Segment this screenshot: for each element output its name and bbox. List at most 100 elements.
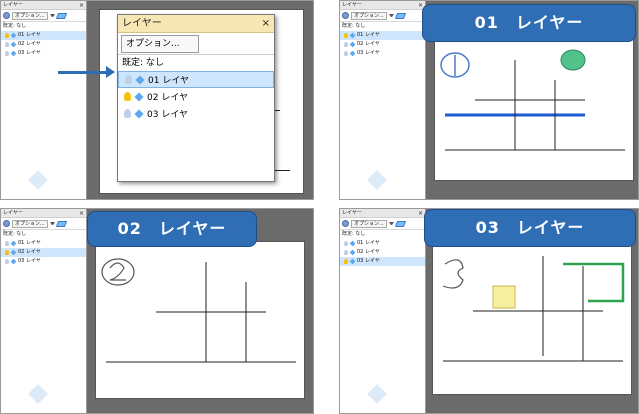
layer-panel-toolbar: オプション... xyxy=(1,218,86,230)
layer-item-01[interactable]: 01 レイヤ xyxy=(1,239,86,248)
layer-panel-title-bar: レイヤー × xyxy=(1,1,86,10)
layer-label: 02 レイヤ xyxy=(18,41,41,47)
close-icon[interactable]: × xyxy=(261,18,270,29)
popup-layer-item-02[interactable]: 02 レイヤ xyxy=(118,88,274,105)
layer-label: 02 レイヤ xyxy=(357,41,380,47)
close-icon[interactable]: × xyxy=(78,2,84,9)
layer-item-03[interactable]: 03 レイヤ xyxy=(1,49,86,58)
layer-item-02[interactable]: 02 レイヤ xyxy=(1,40,86,49)
layer-03-banner: 03 レイヤー xyxy=(424,209,636,247)
layer-label: 03 レイヤ xyxy=(18,258,41,264)
layer-panel: レイヤー × オプション... 既定: なし 01 レイヤ 02 レイヤ 03 レ… xyxy=(340,209,426,413)
bulb-off-icon[interactable] xyxy=(344,51,348,56)
quadrant-top-right: レイヤー× オプション... 既定: なし 01 レイヤ 02 レイヤ 03 レ… xyxy=(339,0,639,200)
watermark-cube-icon xyxy=(28,384,48,404)
layer-label: 01 レイヤ xyxy=(357,240,380,246)
bulb-off-icon[interactable] xyxy=(5,42,9,47)
popup-default-label: 既定: なし xyxy=(122,58,164,68)
bulb-off-icon[interactable] xyxy=(344,42,348,47)
layer-label: 03 レイヤ xyxy=(357,258,380,264)
layer-diamond-icon xyxy=(349,50,356,57)
bulb-off-icon[interactable] xyxy=(5,51,9,56)
layer-01-banner: 01 レイヤー xyxy=(422,4,636,42)
chevron-down-icon[interactable] xyxy=(49,14,55,17)
layer-icon[interactable] xyxy=(55,220,67,227)
bulb-on-icon[interactable] xyxy=(5,33,9,38)
layer-item-01[interactable]: 01 レイヤ xyxy=(1,31,86,40)
layer-diamond-icon xyxy=(10,249,17,256)
layer-diamond-icon xyxy=(10,50,17,57)
layer-item-03[interactable]: 03 レイヤ xyxy=(340,257,425,266)
layer-diamond-icon xyxy=(134,91,144,102)
bulb-off-icon[interactable] xyxy=(344,241,348,246)
default-layer-label: 既定: なし xyxy=(3,231,27,237)
layer-icon[interactable] xyxy=(394,12,406,19)
layer-item-01[interactable]: 01 レイヤ xyxy=(340,239,425,248)
layer-diamond-icon xyxy=(135,74,145,85)
layer-diamond-icon xyxy=(349,41,356,48)
bulb-off-icon[interactable] xyxy=(344,250,348,255)
drawing-sheet xyxy=(434,39,634,181)
bulb-off-icon[interactable] xyxy=(5,259,9,264)
options-button[interactable]: オプション... xyxy=(12,11,48,20)
layer-diamond-icon xyxy=(349,249,356,256)
arrow-head-icon xyxy=(106,66,115,78)
layer-icon[interactable] xyxy=(55,12,67,19)
layer-panel: レイヤー× オプション... 既定: なし 01 レイヤ 02 レイヤ 03 レ… xyxy=(1,209,87,413)
layer-item-02[interactable]: 02 レイヤ xyxy=(340,40,425,49)
options-button[interactable]: オプション... xyxy=(351,11,387,20)
drawing-sheet xyxy=(432,245,632,395)
layer-label: 01 レイヤ xyxy=(357,32,380,38)
layer-panel: レイヤー× オプション... 既定: なし 01 レイヤ 02 レイヤ 03 レ… xyxy=(340,1,426,199)
options-button[interactable]: オプション... xyxy=(351,219,387,228)
panel-title: レイヤー xyxy=(342,2,362,8)
bulb-off-icon[interactable] xyxy=(125,75,132,84)
layer-panel-zoomed: レイヤー × オプション... 既定: なし 01 レイヤ 02 レイヤ 03 レ… xyxy=(117,14,275,182)
sketch-overlay xyxy=(101,258,296,363)
layer-panel-title-bar: レイヤー× xyxy=(1,209,86,218)
layer-item-03[interactable]: 03 レイヤ xyxy=(1,257,86,266)
popup-title-bar: レイヤー × xyxy=(118,15,274,33)
popup-layer-item-01[interactable]: 01 レイヤ xyxy=(118,71,274,88)
quadrant-bottom-left: レイヤー× オプション... 既定: なし 01 レイヤ 02 レイヤ 03 レ… xyxy=(0,208,314,414)
layer-item-02[interactable]: 02 レイヤ xyxy=(1,248,86,257)
layer-panel-toolbar: オプション... xyxy=(340,218,425,230)
chevron-down-icon[interactable] xyxy=(388,222,394,225)
bulb-off-icon[interactable] xyxy=(5,241,9,246)
layer-label: 02 レイヤ xyxy=(147,93,189,103)
bulb-on-icon[interactable] xyxy=(344,259,348,264)
layer-item-01[interactable]: 01 レイヤ xyxy=(340,31,425,40)
default-layer-label: 既定: なし xyxy=(3,23,27,29)
bulb-on-icon[interactable] xyxy=(124,92,131,101)
chevron-down-icon[interactable] xyxy=(388,14,394,17)
bulb-off-icon[interactable] xyxy=(124,109,131,118)
sketch-overlay xyxy=(442,256,625,362)
panel-title: レイヤー xyxy=(3,2,23,8)
options-button[interactable]: オプション... xyxy=(121,34,199,53)
options-button[interactable]: オプション... xyxy=(12,219,48,228)
popup-layer-item-03[interactable]: 03 レイヤ xyxy=(118,105,274,122)
close-icon[interactable]: × xyxy=(417,2,423,9)
close-icon[interactable]: × xyxy=(78,210,84,217)
close-icon[interactable]: × xyxy=(417,210,423,217)
gear-icon[interactable] xyxy=(3,12,10,19)
popup-title: レイヤー xyxy=(122,18,162,29)
bulb-on-icon[interactable] xyxy=(344,33,348,38)
gear-icon[interactable] xyxy=(3,220,10,227)
panel-title: レイヤー xyxy=(342,210,362,216)
default-layer-label: 既定: なし xyxy=(342,231,366,237)
layer-label: 03 レイヤ xyxy=(147,110,189,120)
layer-item-02[interactable]: 02 レイヤ xyxy=(340,248,425,257)
gear-icon[interactable] xyxy=(342,220,349,227)
layer-icon[interactable] xyxy=(394,220,406,227)
layer-item-03[interactable]: 03 レイヤ xyxy=(340,49,425,58)
layer-diamond-icon xyxy=(10,32,17,39)
layer-diamond-icon xyxy=(10,240,17,247)
layer-label: 01 レイヤ xyxy=(148,76,190,86)
bulb-on-icon[interactable] xyxy=(5,250,9,255)
layer-02-banner: 02 レイヤー xyxy=(87,211,257,247)
layer-label: 03 レイヤ xyxy=(18,50,41,56)
watermark-cube-icon xyxy=(367,384,387,404)
chevron-down-icon[interactable] xyxy=(49,222,55,225)
gear-icon[interactable] xyxy=(342,12,349,19)
